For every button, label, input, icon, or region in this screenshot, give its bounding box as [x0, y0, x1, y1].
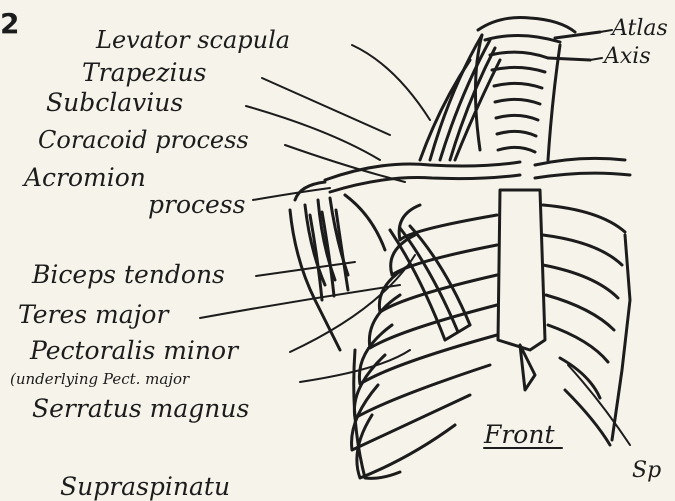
label-atlas: Atlas	[612, 18, 668, 40]
clavicles	[325, 158, 630, 192]
scapula-shoulder	[290, 182, 385, 350]
label-pectoralis-major-note: (underlying Pect. major	[10, 372, 189, 387]
label-axis: Axis	[604, 46, 651, 68]
label-acromion-line2: process	[148, 192, 245, 217]
label-levator-scapula: Levator scapula	[96, 28, 290, 52]
biceps-tendons	[310, 210, 348, 300]
label-acromion-line1: Acromion	[24, 165, 146, 190]
corner-text-fragment: Sp	[632, 460, 661, 482]
label-serratus-magnus: Serratus magnus	[32, 396, 249, 421]
bottom-text-fragment: Supraspinatu	[60, 474, 230, 499]
label-pectoralis-minor: Pectoralis minor	[30, 338, 238, 363]
label-coracoid-process: Coracoid process	[38, 128, 249, 152]
label-teres-major: Teres major	[18, 302, 168, 327]
cervical-spine	[475, 18, 600, 161]
sternum	[498, 190, 545, 390]
figure-number: 2	[0, 10, 19, 38]
anatomy-figure: 2 Levator scapula Trapezius Subclavius C…	[0, 0, 675, 489]
neck-muscles	[420, 35, 500, 160]
label-trapezius: Trapezius	[82, 60, 206, 85]
label-biceps-tendons: Biceps tendons	[32, 262, 225, 287]
label-subclavius: Subclavius	[46, 90, 183, 115]
label-front: Front	[484, 422, 555, 447]
